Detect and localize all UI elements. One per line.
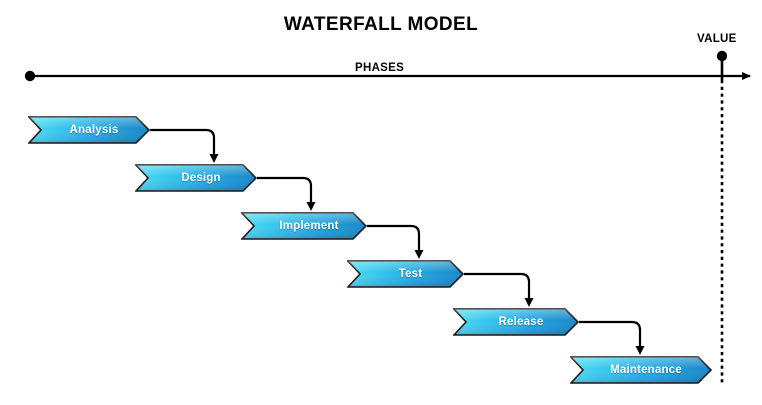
connector-analysis-to-design xyxy=(150,128,219,163)
connector-release-to-maintenance xyxy=(579,320,645,355)
chevron-shape xyxy=(347,260,464,288)
step-label: Maintenance xyxy=(610,364,682,376)
chevron-shape xyxy=(135,164,257,192)
chevron-shape xyxy=(570,356,712,384)
axis-origin-dot xyxy=(24,70,36,82)
step-label: Test xyxy=(398,268,423,280)
horizontal-axis-group xyxy=(24,70,751,82)
value-axis-group xyxy=(716,50,728,386)
step-label: Release xyxy=(498,316,544,328)
step-maintenance[interactable]: Maintenance xyxy=(570,356,712,384)
connector-design-to-implement xyxy=(257,176,316,211)
step-label: Implement xyxy=(279,220,339,232)
connectors-group xyxy=(150,128,645,355)
chevron-shape xyxy=(453,308,579,336)
step-release[interactable]: Release xyxy=(453,308,579,336)
connector-implement-to-test xyxy=(367,224,424,259)
chevron-shape xyxy=(241,212,367,240)
step-label: Analysis xyxy=(69,124,119,136)
step-analysis[interactable]: Analysis xyxy=(28,116,150,144)
step-test[interactable]: Test xyxy=(347,260,464,288)
page-title: WATERFALL MODEL xyxy=(283,14,479,35)
step-label: Design xyxy=(181,172,221,184)
value-axis-label: VALUE xyxy=(697,33,737,45)
chevron-shape xyxy=(28,116,150,144)
value-marker-dot xyxy=(716,50,728,62)
phases-axis-label: PHASES xyxy=(355,62,405,74)
step-implement[interactable]: Implement xyxy=(241,212,367,240)
step-design[interactable]: Design xyxy=(135,164,257,192)
connector-test-to-release xyxy=(464,272,534,307)
